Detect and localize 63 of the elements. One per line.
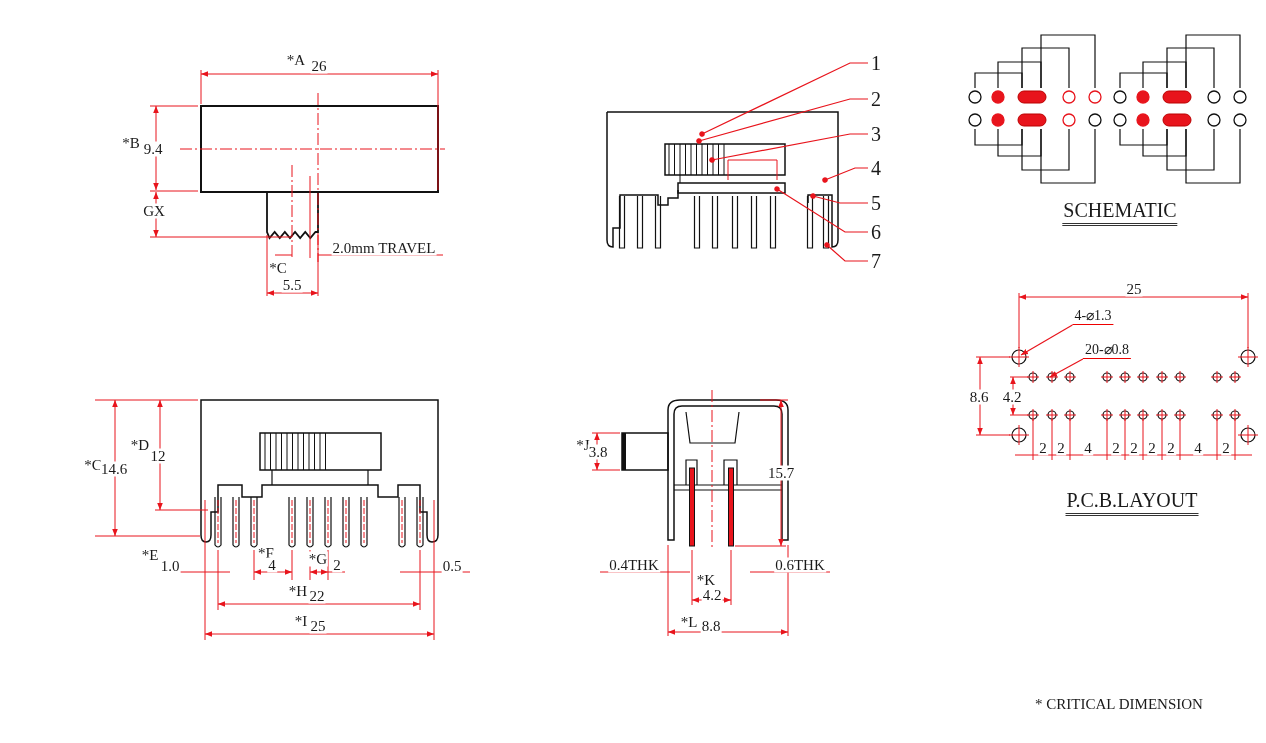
dimension-label: 3.8: [587, 444, 609, 460]
dimension-label: 0.6THK: [774, 557, 826, 573]
leader-line: [1020, 324, 1073, 356]
dimension-label: 2: [332, 557, 342, 573]
dimension-label: 2: [1038, 440, 1048, 456]
callout-number: 4: [870, 158, 882, 178]
leader-line: [810, 193, 869, 204]
dimension-label: *L: [679, 614, 699, 630]
dimension-label: 1.0: [159, 558, 181, 574]
view-title: SCHEMATIC: [1062, 200, 1178, 226]
dimension-label: GX: [142, 203, 166, 219]
dimension-label: 14.6: [99, 461, 129, 477]
dimension-label: 2: [1147, 440, 1157, 456]
leader-line: [774, 186, 869, 233]
callout-number: 5: [870, 193, 882, 213]
callout-number: 6: [870, 222, 882, 242]
dimension-label: *B: [121, 135, 141, 151]
dimension-label: 9.4: [142, 141, 164, 157]
note: * CRITICAL DIMENSION: [1034, 696, 1204, 712]
hole-note: 4-⌀1.3: [1072, 309, 1114, 325]
callout-number: 2: [870, 89, 882, 109]
dimension-label: *A: [285, 52, 307, 68]
dimension-label: 22: [308, 588, 326, 604]
leader-line: [1049, 358, 1084, 378]
dimension-label: 0.5: [441, 558, 463, 574]
callout-number: 1: [870, 53, 882, 73]
leader-line: [696, 98, 869, 144]
dimension-label: 2: [1056, 440, 1066, 456]
dimension-label: 4.2: [701, 587, 723, 603]
view-title: P.C.B.LAYOUT: [1065, 490, 1199, 516]
dimension-label: 25: [309, 618, 327, 634]
dimension-label: 4: [267, 557, 277, 573]
dimension-label: 4: [1083, 440, 1093, 456]
leader-line: [709, 133, 869, 163]
dimension-label: 2: [1221, 440, 1231, 456]
leader-line: [699, 62, 869, 137]
dimension-label: 2: [1111, 440, 1121, 456]
hole-note: 20-⌀0.8: [1082, 343, 1132, 359]
dimension-label: 8.6: [968, 389, 990, 405]
dimension-label: *G: [307, 551, 329, 567]
dimension-label: 4: [1193, 440, 1203, 456]
dimension-label: 25: [1125, 281, 1143, 297]
leader-line: [822, 167, 869, 183]
dimension-label: 15.7: [766, 465, 796, 481]
note: 2.0mm TRAVEL: [331, 240, 437, 256]
dimension-label: 2: [1129, 440, 1139, 456]
dimension-label: 5.5: [281, 277, 303, 293]
dimension-label: *I: [293, 613, 309, 629]
dimension-label: 2: [1166, 440, 1176, 456]
dimension-label: *F: [257, 545, 275, 561]
leader-line: [824, 242, 869, 262]
callout-number: 7: [870, 251, 882, 271]
dimension-label: *D: [129, 437, 151, 453]
dimension-label: 8.8: [700, 618, 722, 634]
callout-number: 3: [870, 124, 882, 144]
dimension-label: 4.2: [1001, 389, 1023, 405]
dimension-label: 26: [310, 58, 328, 74]
dimension-label: *H: [287, 583, 309, 599]
dimension-label: *E: [140, 547, 160, 563]
dimension-label: 12: [149, 448, 167, 464]
dimension-label: 0.4THK: [608, 557, 660, 573]
dimension-label: *C: [268, 260, 288, 276]
dimension-label: *K: [695, 572, 717, 588]
